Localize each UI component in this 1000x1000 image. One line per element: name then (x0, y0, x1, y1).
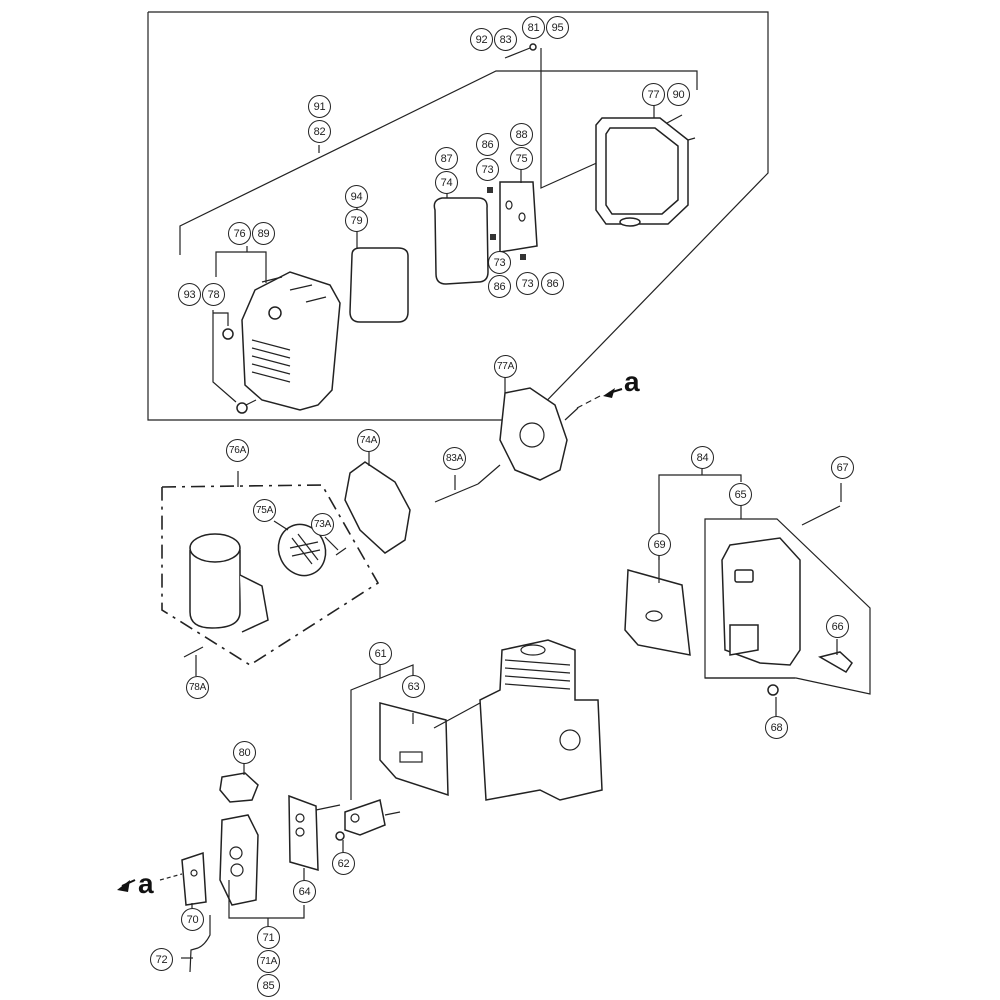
callout-70: 70 (181, 908, 204, 931)
callout-90: 90 (667, 83, 690, 106)
callout-73: 73 (516, 272, 539, 295)
callout-73a: 73A (311, 513, 334, 536)
engine-block (479, 639, 603, 801)
callout-64: 64 (293, 880, 316, 903)
callout-61: 61 (369, 642, 392, 665)
carburetor (219, 814, 259, 906)
callout-68: 68 (765, 716, 788, 739)
callout-71: 71 (257, 926, 280, 949)
callout-85: 85 (257, 974, 280, 997)
recoil-cover-77a (499, 387, 579, 481)
callout-75a: 75A (253, 499, 276, 522)
air-cleaner-case (595, 117, 696, 227)
callout-84: 84 (691, 446, 714, 469)
callout-83: 83 (494, 28, 517, 51)
callout-95: 95 (546, 16, 569, 39)
callout-94: 94 (345, 185, 368, 208)
air-cleaner-cover (241, 271, 341, 411)
callout-86: 86 (476, 133, 499, 156)
callout-82: 82 (308, 120, 331, 143)
callout-81: 81 (522, 16, 545, 39)
gasket-74a (344, 461, 411, 554)
callout-71a: 71A (257, 950, 280, 973)
callout-78: 78 (202, 283, 225, 306)
filter-element (349, 247, 409, 323)
intake-gasket (379, 702, 449, 797)
callout-65: 65 (729, 483, 752, 506)
callout-93: 93 (178, 283, 201, 306)
callout-80: 80 (233, 741, 256, 764)
direction-marker-a-bottom: a (138, 868, 154, 899)
callout-88: 88 (510, 123, 533, 146)
gasket (433, 197, 489, 285)
callout-89: 89 (252, 222, 275, 245)
callout-74: 74 (435, 171, 458, 194)
callout-77a: 77A (494, 355, 517, 378)
callout-69: 69 (648, 533, 671, 556)
callout-76: 76 (228, 222, 251, 245)
muffler-gasket (624, 569, 691, 656)
callout-72: 72 (150, 948, 173, 971)
callout-79: 79 (345, 209, 368, 232)
callout-92: 92 (470, 28, 493, 51)
callout-73: 73 (488, 251, 511, 274)
callout-74a: 74A (357, 429, 380, 452)
callout-77: 77 (642, 83, 665, 106)
air-cleaner-box-outline (147, 11, 769, 421)
callout-73: 73 (476, 158, 499, 181)
callout-78a: 78A (186, 676, 209, 699)
callout-75: 75 (510, 147, 533, 170)
callout-91: 91 (308, 95, 331, 118)
callout-83a: 83A (443, 447, 466, 470)
callout-86: 86 (541, 272, 564, 295)
callout-76a: 76A (226, 439, 249, 462)
direction-marker-a-top: a (624, 366, 640, 397)
air-cleaner-alt-outline (161, 484, 380, 666)
callout-62: 62 (332, 852, 355, 875)
callout-87: 87 (435, 147, 458, 170)
callout-66: 66 (826, 615, 849, 638)
callout-63: 63 (402, 675, 425, 698)
callout-86: 86 (488, 275, 511, 298)
callout-67: 67 (831, 456, 854, 479)
